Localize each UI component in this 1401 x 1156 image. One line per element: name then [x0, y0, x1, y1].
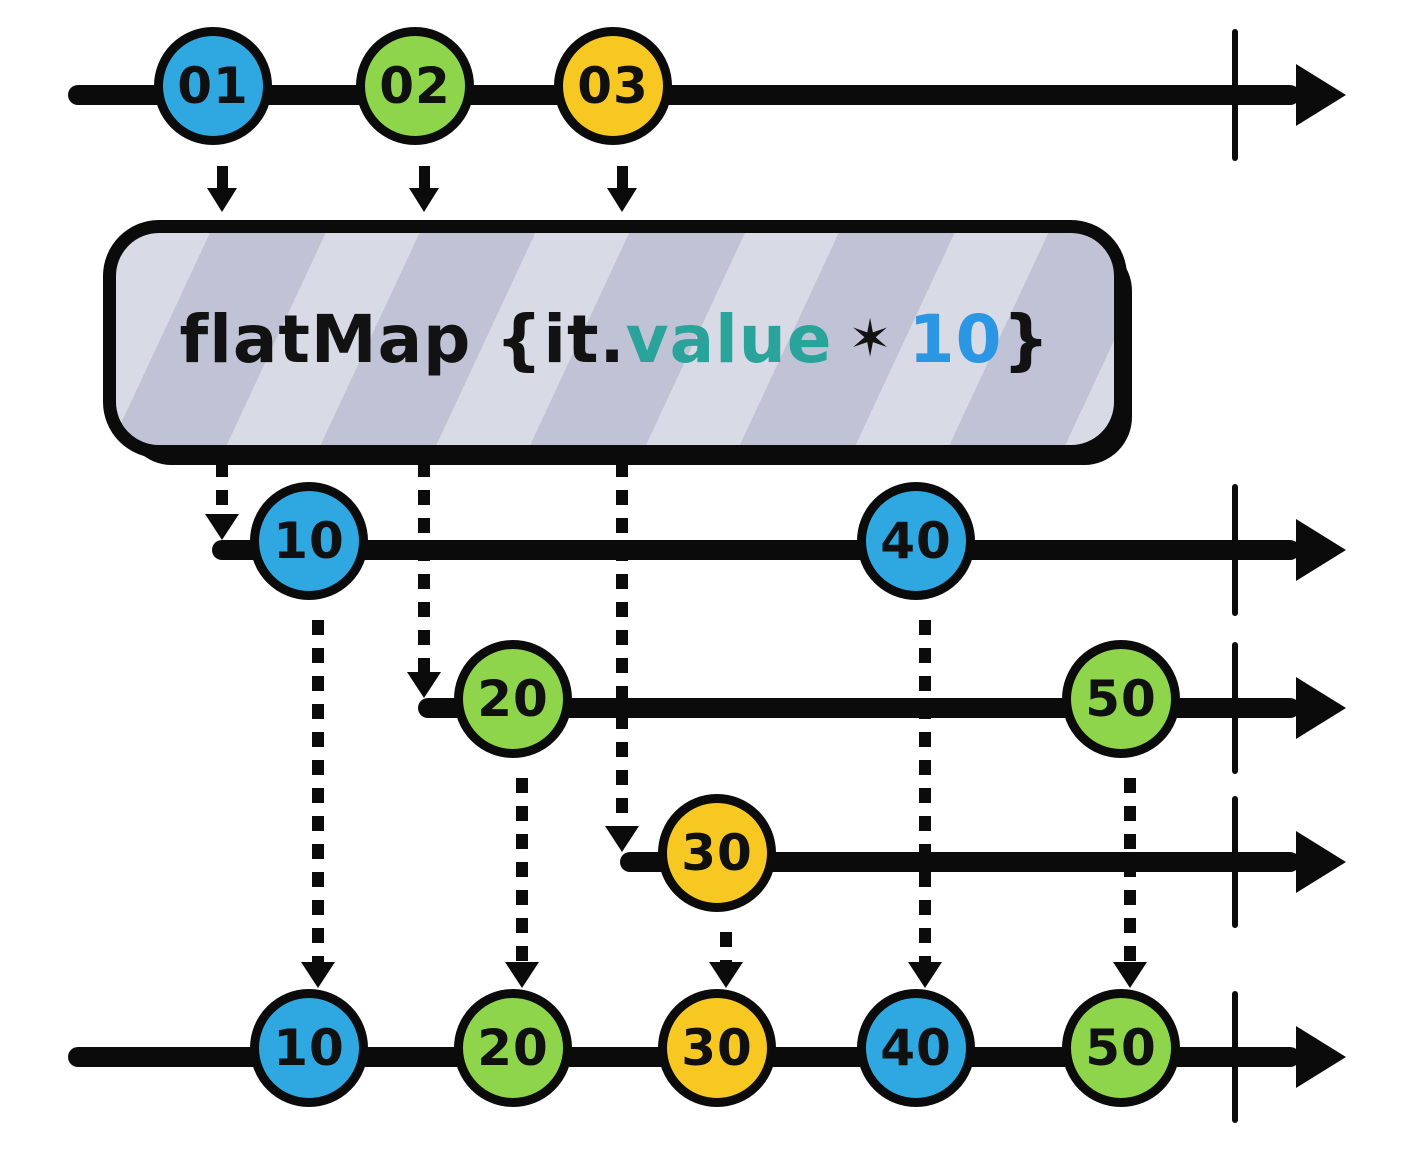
dashed-shaft [418, 462, 430, 672]
marble-output-10: 10 [250, 989, 368, 1107]
arrow-down-icon [607, 188, 637, 212]
timeline-end-tick [1232, 642, 1238, 774]
operator-star-icon: ✶ [848, 308, 893, 369]
arrow-down-icon [908, 962, 942, 988]
dashed-shaft [720, 932, 732, 962]
marble-label: 40 [880, 1019, 952, 1077]
marble-inner1-40: 40 [857, 482, 975, 600]
dashed-arrow-30-to-output [709, 932, 743, 988]
marble-source-01: 01 [154, 27, 272, 145]
marble-label: 20 [477, 670, 549, 728]
marble-inner2-50: 50 [1062, 640, 1180, 758]
marble-label: 40 [880, 512, 952, 570]
marble-label: 20 [477, 1019, 549, 1077]
operator-label: flatMap {it.value✶10} [179, 301, 1050, 378]
arrow-down-icon [301, 962, 335, 988]
timeline-arrowhead [1296, 677, 1346, 739]
arrow-down-icon [207, 188, 237, 212]
timeline-end-tick [1232, 796, 1238, 928]
arrow-shaft [616, 166, 628, 188]
operator-number-token: 10 [908, 300, 1003, 378]
inner-timeline-3 [620, 796, 1346, 928]
marble-label: 01 [177, 57, 249, 115]
marble-label: 30 [681, 824, 753, 882]
timeline-arrowhead [1296, 64, 1346, 126]
dashed-shaft [919, 620, 931, 962]
operator-prefix: flatMap {it. [179, 300, 626, 378]
timeline-arrowhead [1296, 831, 1346, 893]
dashed-shaft [616, 462, 628, 826]
marble-source-03: 03 [554, 27, 672, 145]
marble-label: 30 [681, 1019, 753, 1077]
emit-arrow-03 [607, 166, 637, 212]
arrow-down-icon [1113, 962, 1147, 988]
timeline-arrowhead [1296, 1026, 1346, 1088]
marble-label: 50 [1085, 1019, 1157, 1077]
dashed-shaft [312, 620, 324, 962]
marble-source-02: 02 [356, 27, 474, 145]
dashed-arrow-20-to-output [505, 778, 539, 988]
dashed-arrow-to-inner1 [205, 462, 239, 540]
dashed-shaft [216, 462, 228, 514]
dashed-arrow-10-to-output [301, 620, 335, 988]
emit-arrow-02 [409, 166, 439, 212]
dashed-arrow-to-inner3 [605, 462, 639, 852]
timeline-end-tick [1232, 991, 1238, 1123]
arrow-down-icon [505, 962, 539, 988]
arrow-down-icon [407, 672, 441, 698]
marble-output-20: 20 [454, 989, 572, 1107]
marble-label: 03 [577, 57, 649, 115]
inner-timeline-1 [212, 484, 1346, 616]
marble-output-30: 30 [658, 989, 776, 1107]
timeline-arrowhead [1296, 519, 1346, 581]
marble-output-50: 50 [1062, 989, 1180, 1107]
arrow-down-icon [709, 962, 743, 988]
marble-label: 02 [379, 57, 451, 115]
emit-arrow-01 [207, 166, 237, 212]
arrow-down-icon [205, 514, 239, 540]
arrow-shaft [418, 166, 430, 188]
operator-suffix: } [1002, 300, 1051, 378]
dashed-arrow-40-to-output [908, 620, 942, 988]
marble-inner1-10: 10 [250, 482, 368, 600]
timeline-end-tick [1232, 29, 1238, 161]
marble-label: 50 [1085, 670, 1157, 728]
marble-label: 10 [273, 512, 345, 570]
dashed-shaft [516, 778, 528, 962]
operator-value-token: value [625, 300, 833, 378]
dashed-arrow-to-inner2 [407, 462, 441, 698]
marble-output-40: 40 [857, 989, 975, 1107]
marble-inner3-30: 30 [658, 794, 776, 912]
marble-inner2-20: 20 [454, 640, 572, 758]
marble-label: 10 [273, 1019, 345, 1077]
flatmap-operator-box: flatMap {it.value✶10} [103, 220, 1127, 458]
dashed-arrow-50-to-output [1113, 778, 1147, 988]
timeline-end-tick [1232, 484, 1238, 616]
arrow-shaft [216, 166, 228, 188]
arrow-down-icon [605, 826, 639, 852]
arrow-down-icon [409, 188, 439, 212]
